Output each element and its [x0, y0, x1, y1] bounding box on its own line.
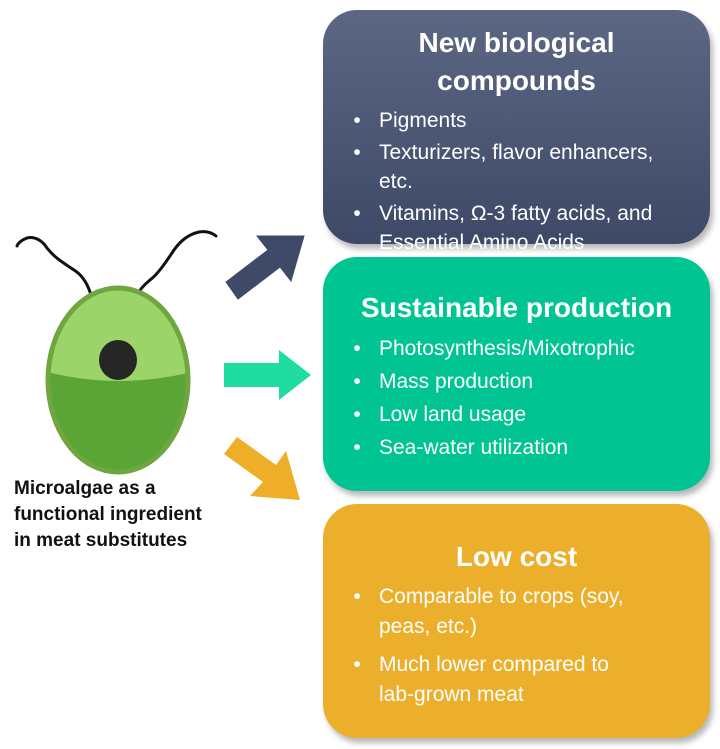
sustainable-list: • Photosynthesis/Mixotrophic • Mass prod… — [323, 333, 710, 463]
bullet-dot: • — [353, 337, 361, 360]
microalgae-caption: Microalgae as a functional ingredient in… — [14, 476, 264, 554]
arrow-to-compounds — [225, 235, 305, 300]
arrow-to-cost — [224, 437, 300, 500]
list-item: • Vitamins, Ω-3 fatty acids, and Essenti… — [347, 199, 700, 257]
bullet-dot: • — [353, 403, 361, 426]
bullet-dot: • — [353, 109, 361, 132]
cost-box: Low cost • Comparable to crops (soy, pea… — [323, 504, 710, 738]
caption-line2: functional ingredient — [14, 504, 202, 525]
list-item-text: Low land usage — [379, 403, 527, 426]
list-item-text-cont: Essential Amino Acids — [379, 231, 585, 254]
caption-line1: Microalgae as a — [14, 478, 156, 499]
list-item: • Low land usage — [347, 399, 700, 430]
cost-title: Low cost — [455, 541, 578, 572]
bullet-dot: • — [353, 585, 361, 608]
compounds-box: New biological compounds • Pigments • Te… — [323, 10, 710, 254]
compounds-list: • Pigments • Texturizers, flavor enhance… — [323, 106, 710, 257]
microalgae-cell — [45, 285, 191, 475]
list-item-text: Texturizers, flavor enhancers, — [379, 141, 654, 164]
list-item-text: Mass production — [379, 370, 534, 393]
arrow-to-sustainable — [224, 350, 311, 400]
list-item: • Pigments — [347, 106, 700, 135]
list-item: • Mass production — [347, 366, 700, 397]
sustainable-box: Sustainable production • Photosynthesis/… — [323, 257, 710, 491]
list-item-text: Photosynthesis/Mixotrophic — [379, 337, 635, 360]
list-item-text-cont: etc. — [379, 170, 413, 193]
bullet-dot: • — [353, 370, 361, 393]
flagellum-left — [15, 236, 98, 322]
bullet-dot: • — [353, 653, 361, 676]
caption-line3: in meat substitutes — [14, 530, 188, 551]
list-item-text-cont: lab-grown meat — [379, 683, 524, 706]
list-item: • Comparable to crops (soy, peas, etc.) — [347, 582, 700, 642]
cost-list: • Comparable to crops (soy, peas, etc.) … — [323, 582, 710, 710]
compounds-title-line2: compounds — [437, 65, 596, 96]
list-item-text: Pigments — [379, 109, 467, 132]
bullet-dot: • — [353, 202, 361, 225]
list-item-text: Comparable to crops (soy, — [379, 585, 624, 608]
list-item: • Much lower compared to lab-grown meat — [347, 650, 700, 710]
list-item: • Photosynthesis/Mixotrophic — [347, 333, 700, 364]
list-item-text: Much lower compared to — [379, 653, 609, 676]
bullet-dot: • — [353, 436, 361, 459]
compounds-title-line1: New biological — [418, 27, 615, 58]
flagellum-right — [126, 230, 218, 322]
compounds-title: New biological compounds — [323, 10, 710, 100]
list-item-text: Sea-water utilization — [379, 436, 569, 459]
list-item-text: Vitamins, Ω-3 fatty acids, and — [379, 202, 653, 225]
list-item: • Texturizers, flavor enhancers, etc. — [347, 138, 700, 196]
bullet-dot: • — [353, 141, 361, 164]
sustainable-title: Sustainable production — [360, 292, 673, 323]
nucleus — [99, 340, 137, 380]
list-item: • Sea-water utilization — [347, 432, 700, 463]
list-item-text-cont: peas, etc.) — [379, 615, 478, 638]
